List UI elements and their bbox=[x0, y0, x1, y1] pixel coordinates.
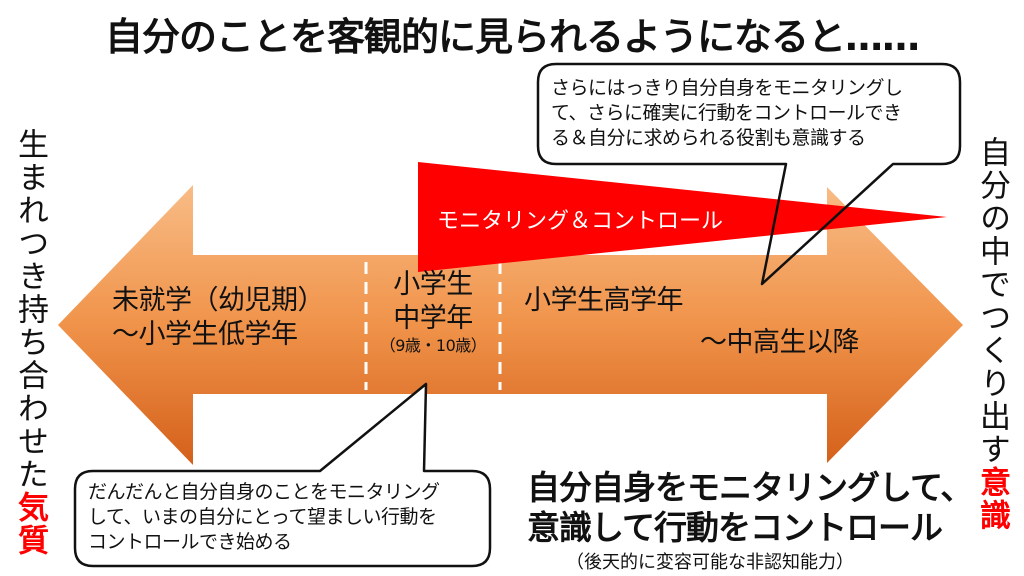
left-label-text: 生まれつき持ち合わせた bbox=[12, 128, 48, 491]
right-label-emphasis: 意識 bbox=[974, 466, 1010, 532]
stage-upper-elementary-line1: 小学生高学年 bbox=[524, 285, 684, 316]
page-title: 自分のことを客観的に見られるようになると…… bbox=[104, 15, 920, 59]
left-vertical-label: 生まれつき持ち合わせた気質 bbox=[12, 128, 48, 557]
summary-line: 意識して行動をコントロール bbox=[527, 508, 943, 547]
left-label-emphasis: 気質 bbox=[12, 491, 48, 557]
callout-top-line: て、さらに確実に行動をコントロールでき bbox=[551, 102, 902, 124]
summary-block: 自分自身をモニタリングして、 意識して行動をコントロール bbox=[527, 468, 973, 548]
monitoring-flag bbox=[418, 162, 947, 272]
stage-line: 未就学（幼児期） bbox=[112, 285, 325, 316]
summary-line: 自分自身をモニタリングして、 bbox=[527, 468, 973, 507]
stage-early-childhood: 未就学（幼児期） ～小学生低学年 bbox=[112, 284, 325, 352]
double-arrow bbox=[58, 185, 963, 465]
stage-age-note: （9歳・10歳） bbox=[379, 336, 487, 355]
callout-bottom-text: だんだんと自分自身のことをモニタリング して、いまの自分にとって望ましい行動を … bbox=[88, 480, 440, 555]
callout-top-shape bbox=[536, 62, 962, 286]
stage-line: 中学年 bbox=[393, 303, 473, 334]
callout-top-line: さらにはっきり自分自身をモニタリングし bbox=[551, 77, 903, 99]
callout-top-text: さらにはっきり自分自身をモニタリングし て、さらに確実に行動をコントロールでき … bbox=[551, 76, 903, 151]
stage-upper-elementary-line2: ～中高生以降 bbox=[700, 327, 860, 358]
callout-bottom-line: だんだんと自分自身のことをモニタリング bbox=[88, 481, 440, 503]
stage-line: ～小学生低学年 bbox=[112, 319, 298, 350]
callout-bottom-shape bbox=[73, 382, 492, 568]
callout-bottom-line: して、いまの自分にとって望ましい行動を bbox=[88, 506, 437, 528]
stage-line: 小学生 bbox=[393, 269, 473, 300]
stage-middle-elementary: 小学生 中学年 （9歳・10歳） bbox=[366, 268, 500, 356]
summary-note: （後天的に変容可能な非認知能力） bbox=[566, 552, 854, 573]
callout-top-line: る＆自分に求められる役割も意識する bbox=[551, 127, 866, 149]
callout-bottom-line: コントロールでき始める bbox=[88, 531, 292, 553]
right-label-text: 自分の中でつくり出す bbox=[974, 136, 1010, 466]
flag-label: モニタリング＆コントロール bbox=[437, 209, 724, 234]
right-vertical-label: 自分の中でつくり出す意識 bbox=[974, 136, 1010, 532]
